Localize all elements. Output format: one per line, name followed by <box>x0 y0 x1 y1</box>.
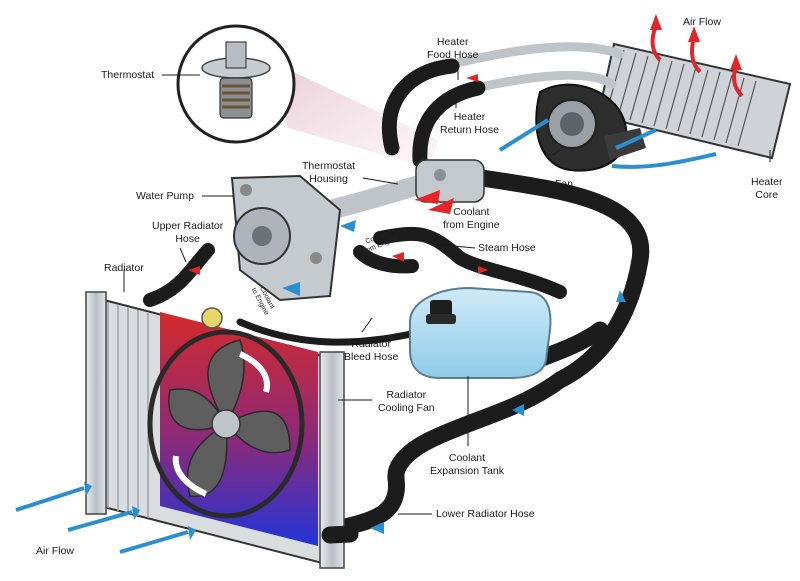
label-coolant-expansion-tank: Coolant Expansion Tank <box>430 452 504 477</box>
label-thermostat-housing: Thermostat Housing <box>302 160 356 185</box>
heater-core <box>596 42 792 160</box>
blower-air-arrows <box>498 118 717 169</box>
water-pump <box>230 174 342 302</box>
pump-hoses <box>143 226 567 307</box>
leader-lines <box>123 62 771 515</box>
hot-flow-arrows <box>188 14 742 275</box>
label-radiator-bleed-hose: Radiator Bleed Hose <box>344 338 399 363</box>
label-heater-core: Heater Core <box>751 176 783 201</box>
label-thermostat: Thermostat <box>101 69 155 81</box>
thermostat-inset <box>176 24 296 144</box>
label-heater-food-hose: Heater Food Hose <box>427 36 479 61</box>
label-lower-radiator-hose: Lower Radiator Hose <box>436 508 535 520</box>
cold-flow-arrows <box>282 220 626 534</box>
air-flow-top-arrows <box>650 25 744 98</box>
heater-pipes <box>447 42 625 93</box>
label-radiator-cooling-fan: Radiator Cooling Fan <box>378 389 435 414</box>
air-flow-bottom-arrowheads <box>84 482 196 540</box>
label-coolant-from-engine: Coolant from Engine <box>443 206 500 231</box>
bleed-hose <box>236 318 424 346</box>
label-fan: Fan <box>555 178 574 190</box>
label-upper-radiator-hose: Upper Radiator Hose <box>152 220 224 245</box>
air-flow-bottom-arrows <box>15 486 189 554</box>
label-air-flow-bottom: Air Flow <box>36 545 74 557</box>
lower-radiator-hose-path <box>321 525 359 544</box>
expansion-tank <box>409 286 552 379</box>
label-air-flow-top: Air Flow <box>683 16 721 28</box>
label-water-pump: Water Pump <box>136 190 194 202</box>
label-heater-return-hose: Heater Return Hose <box>440 111 499 136</box>
label-steam-hose: Steam Hose <box>478 242 536 254</box>
label-radiator: Radiator <box>104 262 144 274</box>
thermostat-housing <box>320 159 485 220</box>
radiator-fan <box>147 329 305 519</box>
heater-hoses <box>381 58 486 168</box>
